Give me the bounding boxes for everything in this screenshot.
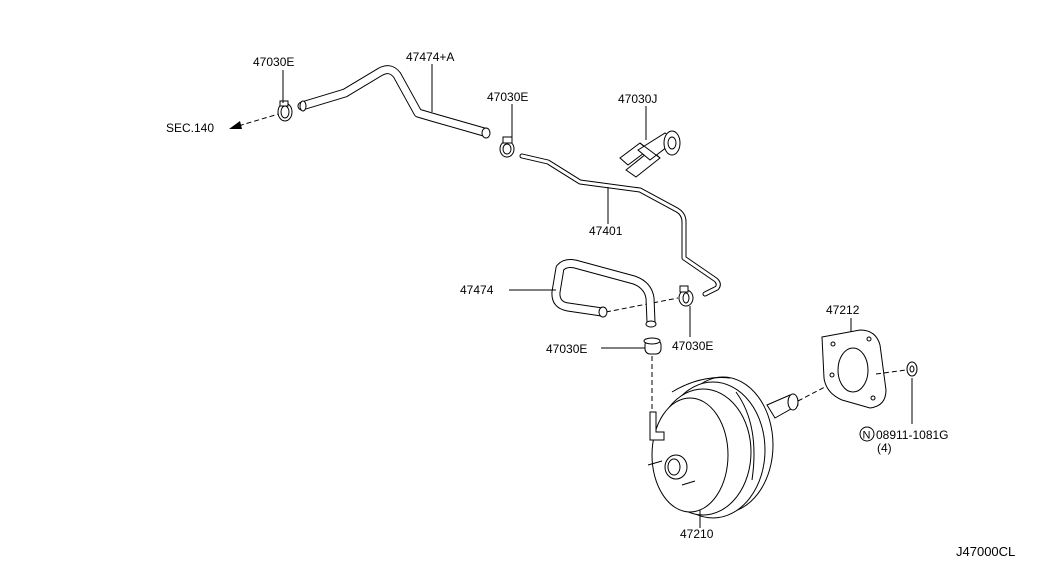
sec-140-label: SEC.140 [166, 121, 214, 135]
hose-upper[interactable] [297, 65, 491, 139]
label-nut-part: 08911-1081G [876, 428, 949, 442]
label-hose-lower: 47474 [460, 283, 494, 297]
sec-140-arrow [229, 112, 283, 129]
clamp-upper-mid[interactable] [499, 136, 515, 158]
label-nut-qty: (4) [877, 441, 892, 455]
label-clamp-lower-right: 47030E [672, 339, 713, 353]
clamp-top-left[interactable] [277, 100, 293, 122]
gasket-47212[interactable] [821, 329, 887, 409]
clamp-lower-left[interactable] [643, 337, 662, 355]
label-booster: 47210 [680, 527, 714, 541]
nut[interactable] [906, 361, 918, 377]
dash-gasket-to-nut [875, 369, 907, 375]
dash-lower-hose-to-clamp [605, 297, 679, 313]
label-connector: 47030J [618, 92, 657, 106]
label-tube: 47401 [589, 224, 623, 238]
label-clamp-lower-left: 47030E [546, 342, 587, 356]
label-gasket: 47212 [826, 303, 860, 317]
brake-booster[interactable] [647, 376, 799, 519]
clamp-lower-right[interactable] [678, 285, 694, 307]
label-clamp-upper-mid: 47030E [487, 90, 528, 104]
tube-47401[interactable] [519, 153, 721, 297]
nut-symbol-badge: N [859, 426, 875, 442]
hose-lower[interactable] [551, 259, 657, 328]
diagram-id: J47000CL [956, 544, 1015, 559]
label-hose-upper: 47474+A [406, 50, 454, 64]
label-clamp-top-left: 47030E [253, 55, 294, 69]
nut-symbol-text: N [863, 430, 871, 442]
connector-47030j[interactable] [619, 130, 681, 178]
